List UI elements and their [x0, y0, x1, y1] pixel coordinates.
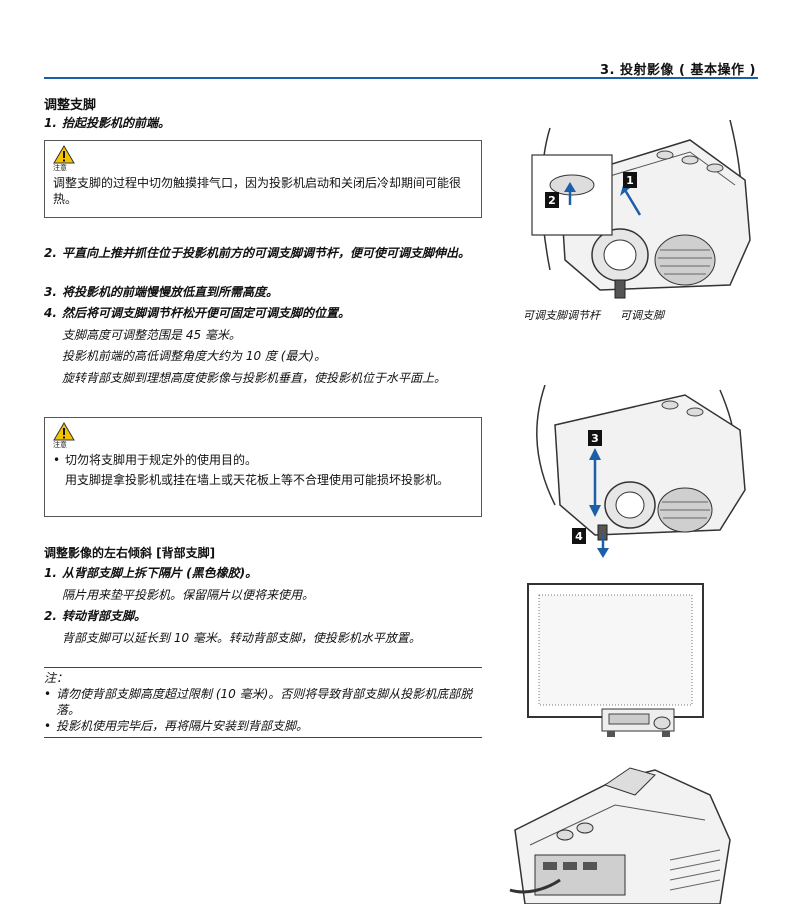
projector-rear-illustration [509, 767, 731, 904]
figure-label-1: 1 [626, 174, 634, 187]
figure-label-4: 4 [575, 530, 583, 543]
screen-projector-illustration [527, 583, 704, 737]
bullet: • [44, 687, 52, 701]
caution-label: 注意 [53, 164, 67, 172]
step-text: 然后将可调支脚调节杆松开便可固定可调支脚的位置。 [62, 306, 351, 320]
step-number: 1. [44, 116, 57, 130]
sec2-step-1-note: 隔片用来垫平投影机。保留隔片以便将来使用。 [62, 588, 315, 602]
sec2-step-1: 1. 从背部支脚上拆下隔片 (黑色橡胶)。 [44, 565, 257, 581]
header-divider [44, 77, 758, 79]
step-text: 从背部支脚上拆下隔片 (黑色橡胶)。 [62, 566, 258, 580]
caution-line-2: 用支脚提拿投影机或挂在墙上或天花板上等不合理使用可能损坏投影机。 [65, 473, 450, 487]
note-item: • 请勿使背部支脚高度超过限制 (10 毫米)。否则将导致背部支脚从投影机底部脱… [44, 686, 482, 718]
step-4-note-2: 投影机前端的高低调整角度大约为 10 度 (最大)。 [62, 349, 327, 363]
sec2-step-2: 2. 转动背部支脚。 [44, 608, 146, 624]
section-title-tilt: 调整影像的左右倾斜 [背部支脚] [44, 546, 216, 560]
step-text: 转动背部支脚。 [62, 609, 147, 623]
figure-label-3: 3 [591, 432, 599, 445]
note-item: • 投影机使用完毕后，再将隔片安装到背部支脚。 [44, 718, 482, 734]
caption-foot-lever: 可调支脚调节杆 [523, 309, 600, 322]
page-header-title: 3. 投射影像 ( 基本操作 ) [600, 63, 756, 78]
step-text: 将投影机的前端慢慢放低直到所需高度。 [62, 285, 279, 299]
step-text: 平直向上推并抓住位于投影机前方的可调支脚调节杆，便可使可调支脚伸出。 [62, 246, 471, 260]
step-number: 4. [44, 306, 57, 320]
step-4: 4. 然后将可调支脚调节杆松开便可固定可调支脚的位置。 [44, 305, 350, 321]
notes-box: 注： • 请勿使背部支脚高度超过限制 (10 毫米)。否则将导致背部支脚从投影机… [44, 667, 482, 738]
projector-front-foot-illustration: 1 2 [531, 120, 751, 299]
step-number: 1. [44, 566, 57, 580]
warning-triangle-icon [53, 145, 75, 164]
step-number: 2. [44, 246, 57, 260]
caution-box-2: 注意 • 切勿将支脚用于规定外的使用目的。 用支脚提拿投影机或挂在墙上或天花板上… [44, 417, 482, 517]
caution-text: 调整支脚的过程中切勿触摸排气口，因为投影机启动和关闭后冷却期间可能很热。 [53, 176, 462, 206]
bullet: • [44, 719, 52, 733]
step-4-note-1: 支脚高度可调整范围是 45 毫米。 [62, 328, 241, 342]
step-number: 3. [44, 285, 57, 299]
projector-lower-illustration: 3 4 [536, 385, 746, 558]
note-text-1: 请勿使背部支脚高度超过限制 (10 毫米)。否则将导致背部支脚从投影机底部脱落。 [56, 687, 473, 717]
section-title-adjust-feet: 调整支脚 [44, 98, 97, 113]
caution-box-1: 注意 调整支脚的过程中切勿触摸排气口，因为投影机启动和关闭后冷却期间可能很热。 [44, 140, 482, 218]
step-text: 抬起投影机的前端。 [62, 116, 171, 130]
sec2-step-2-note: 背部支脚可以延长到 10 毫米。转动背部支脚，使投影机水平放置。 [62, 631, 421, 645]
notes-label: 注： [44, 671, 69, 685]
step-1: 1. 抬起投影机的前端。 [44, 115, 170, 131]
caution-line-1: 切勿将支脚用于规定外的使用目的。 [65, 453, 258, 467]
caution-label: 注意 [53, 441, 67, 449]
note-text-2: 投影机使用完毕后，再将隔片安装到背部支脚。 [56, 719, 309, 733]
bullet: • [53, 453, 61, 467]
step-2: 2. 平直向上推并抓住位于投影机前方的可调支脚调节杆，便可使可调支脚伸出。 [44, 245, 494, 261]
warning-triangle-icon [53, 422, 75, 441]
step-number: 2. [44, 609, 57, 623]
step-4-note-3: 旋转背部支脚到理想高度使影像与投影机垂直，使投影机位于水平面上。 [62, 371, 447, 385]
caption-adjustable-foot: 可调支脚 [620, 309, 664, 322]
caution-bullet-item: • 切勿将支脚用于规定外的使用目的。 [53, 452, 473, 468]
figure-label-2: 2 [548, 194, 556, 207]
step-3: 3. 将投影机的前端慢慢放低直到所需高度。 [44, 284, 278, 300]
